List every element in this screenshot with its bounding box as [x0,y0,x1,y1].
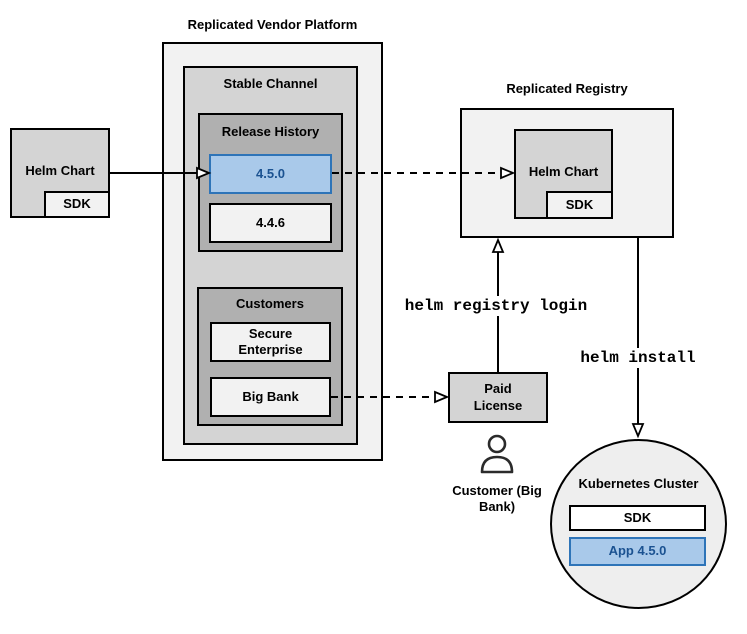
release-box-current: 4.5.0 [209,154,332,194]
kubernetes-cluster-title: Kubernetes Cluster [578,476,699,491]
source-sdk-box: SDK [44,191,110,218]
helm-registry-login-command: helm registry login [399,296,593,316]
source-sdk-label: SDK [63,196,91,212]
helm-install-command: helm install [575,348,701,368]
paid-license-label: Paid License [473,381,523,413]
registry-helm-chart-label: Helm Chart [528,163,599,179]
person-icon [480,434,514,474]
release-previous-label: 4.4.6 [256,214,285,230]
release-history-title: Release History [221,124,320,139]
customer-caption: Customer (Big Bank) [452,483,542,515]
cluster-sdk-label: SDK [623,509,652,525]
cluster-app-box: App 4.5.0 [569,537,706,566]
customer-box-big-bank: Big Bank [210,377,331,417]
stable-channel-title: Stable Channel [223,76,318,91]
arrow-registry-to-cluster [631,238,645,439]
customer-box-secure-enterprise: Secure Enterprise [210,322,331,362]
release-box-previous: 4.4.6 [209,203,332,243]
paid-license-box: Paid License [448,372,548,423]
cluster-sdk-box: SDK [569,505,706,531]
big-bank-label: Big Bank [242,388,299,404]
cluster-app-label: App 4.5.0 [608,543,667,559]
registry-title: Replicated Registry [506,81,628,96]
registry-sdk-label: SDK [565,196,594,212]
registry-sdk-box: SDK [546,191,613,219]
vendor-platform-title: Replicated Vendor Platform [187,17,358,32]
release-current-label: 4.5.0 [256,165,285,181]
source-helm-chart-label: Helm Chart [25,162,95,178]
secure-enterprise-label: Secure Enterprise [238,325,303,357]
customers-title: Customers [236,296,304,311]
